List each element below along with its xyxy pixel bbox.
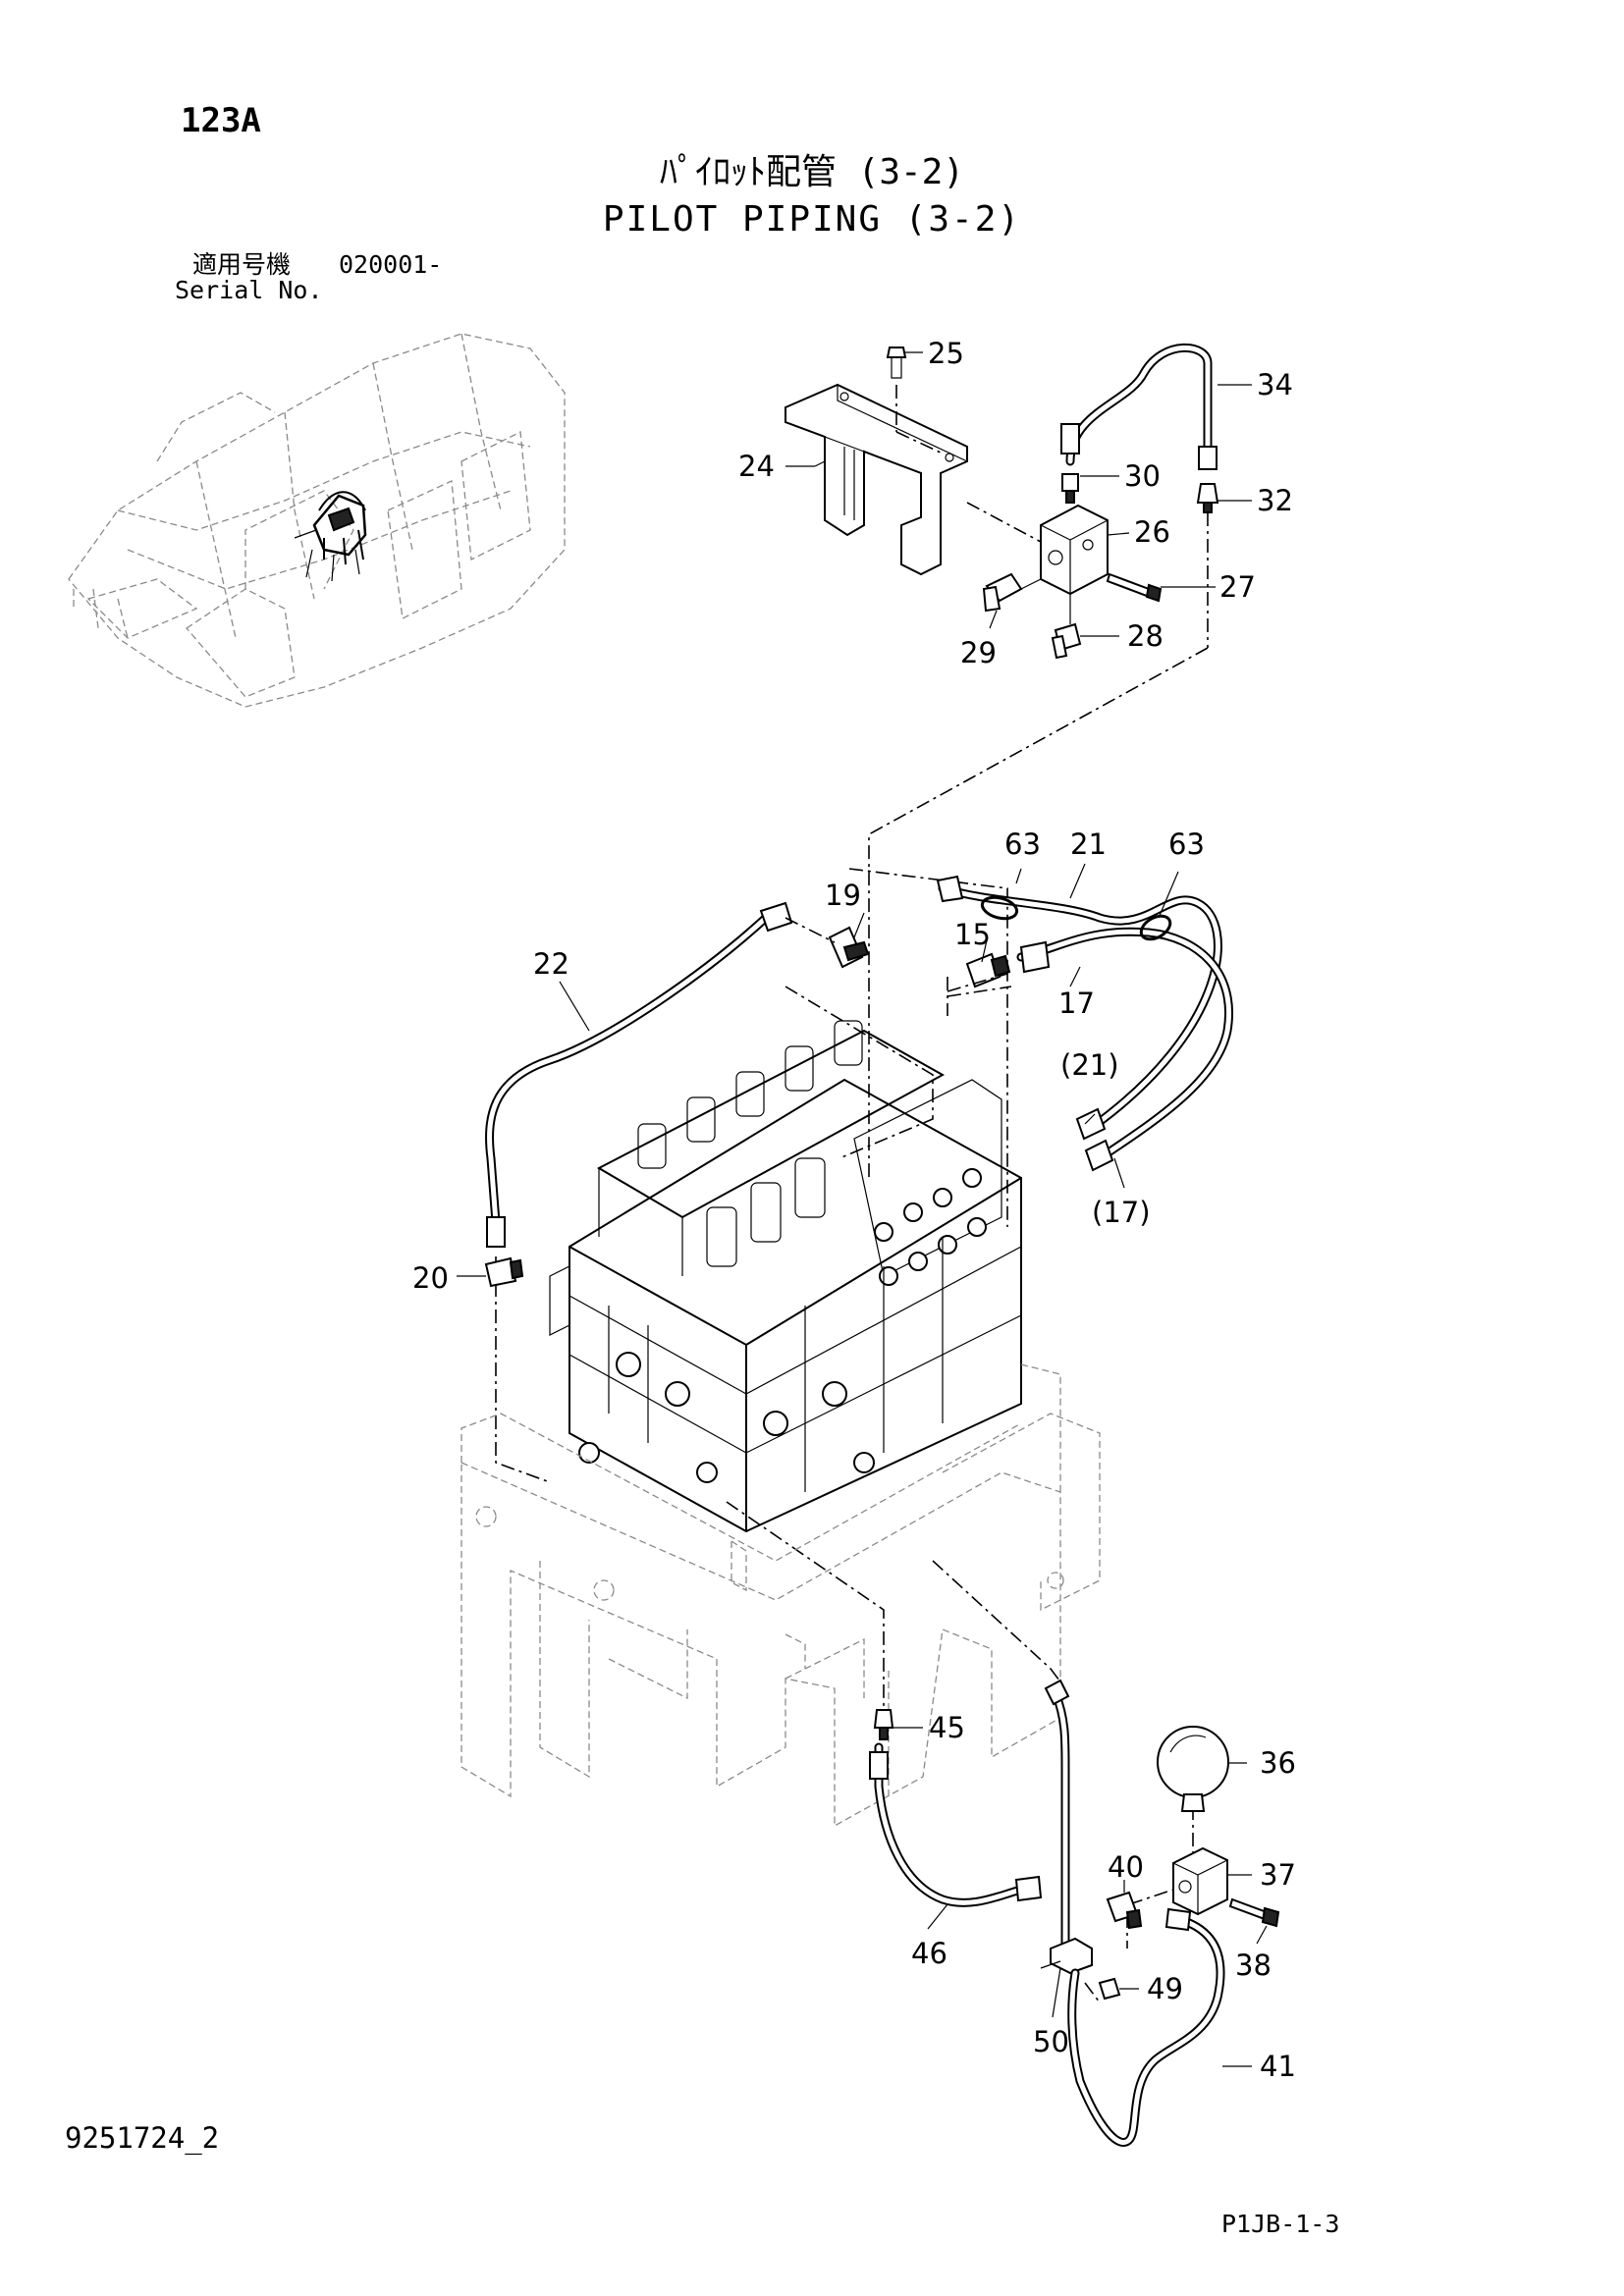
callout-21-ref: (21) (1060, 1048, 1119, 1082)
accumulator-assembly (1106, 1726, 1280, 1930)
callout-34: 34 (1257, 368, 1293, 401)
valve-block-37 (1172, 1846, 1228, 1916)
callout-63-right: 63 (1168, 828, 1205, 861)
callout-19: 19 (825, 879, 861, 912)
bolt-49 (1098, 1977, 1121, 2001)
callout-46: 46 (911, 1937, 947, 1970)
hose-34 (1065, 343, 1213, 466)
callout-50: 50 (1033, 2025, 1069, 2058)
callout-41: 41 (1260, 2050, 1296, 2083)
valve-block-26 (1040, 504, 1109, 596)
drawing-code: P1JB-1-3 (1221, 2210, 1340, 2238)
fitting-45 (873, 1709, 894, 1729)
hose-21-17-assembly (936, 875, 1233, 1172)
fitting-30 (1061, 473, 1079, 492)
lower-hose-assembly (869, 1679, 1225, 2147)
callout-27: 27 (1219, 570, 1256, 604)
fitting-32 (1196, 483, 1219, 504)
clamp-63-right (1139, 914, 1172, 941)
callout-30: 30 (1124, 459, 1161, 493)
callout-29: 29 (960, 636, 997, 669)
hose-46 (874, 1742, 1026, 1907)
serial-label-english: Serial No. (175, 276, 323, 304)
clamp-63-left (980, 895, 1019, 921)
callout-32: 32 (1257, 484, 1293, 517)
callout-49: 49 (1147, 1972, 1183, 2005)
callout-17: 17 (1058, 987, 1095, 1020)
clamp-50 (1050, 1937, 1093, 1975)
upper-bracket-assembly (785, 343, 1219, 660)
hose-17 (1016, 927, 1233, 1163)
callout-28: 28 (1127, 619, 1164, 653)
callout-20: 20 (412, 1261, 449, 1295)
callout-17-ref: (17) (1092, 1196, 1151, 1229)
serial-number-value: 020001- (339, 250, 443, 279)
accumulator-36 (1157, 1726, 1229, 1798)
callout-numbers: 25 34 24 30 32 26 27 28 29 63 21 63 19 1… (412, 337, 1296, 2083)
bracket-24 (785, 383, 968, 576)
control-valve-body (549, 1020, 1022, 1533)
callout-21: 21 (1070, 828, 1107, 861)
callout-40: 40 (1108, 1850, 1144, 1884)
callout-15: 15 (954, 918, 991, 951)
callout-25: 25 (928, 337, 964, 370)
callout-26: 26 (1134, 515, 1170, 549)
callout-45: 45 (929, 1711, 965, 1744)
routing-centerlines (495, 647, 1209, 2003)
callout-38: 38 (1235, 1949, 1272, 1982)
page-code: 123A (181, 101, 261, 140)
callout-leaders (457, 351, 1268, 2067)
callout-63-left: 63 (1004, 828, 1041, 861)
document-number: 9251724_2 (65, 2121, 220, 2155)
callout-24: 24 (738, 450, 775, 483)
machine-locator-thumbnail (68, 333, 566, 708)
title-english: PILOT PIPING (3-2) (602, 199, 1022, 240)
callout-22: 22 (533, 947, 569, 981)
bolt-25 (886, 347, 907, 358)
fitting-20 (484, 1256, 517, 1288)
title-japanese: ﾊﾟｲﾛｯﾄ配管 (3-2) (659, 152, 965, 192)
callout-36: 36 (1260, 1746, 1296, 1780)
serial-label-japanese: 適用号機 (192, 250, 292, 279)
callout-37: 37 (1260, 1858, 1296, 1892)
hose-22-assembly (484, 901, 870, 1288)
bolt-27 (1106, 572, 1151, 598)
bolt-38 (1228, 1897, 1269, 1921)
machine-frame-ghost (460, 1363, 1101, 1828)
